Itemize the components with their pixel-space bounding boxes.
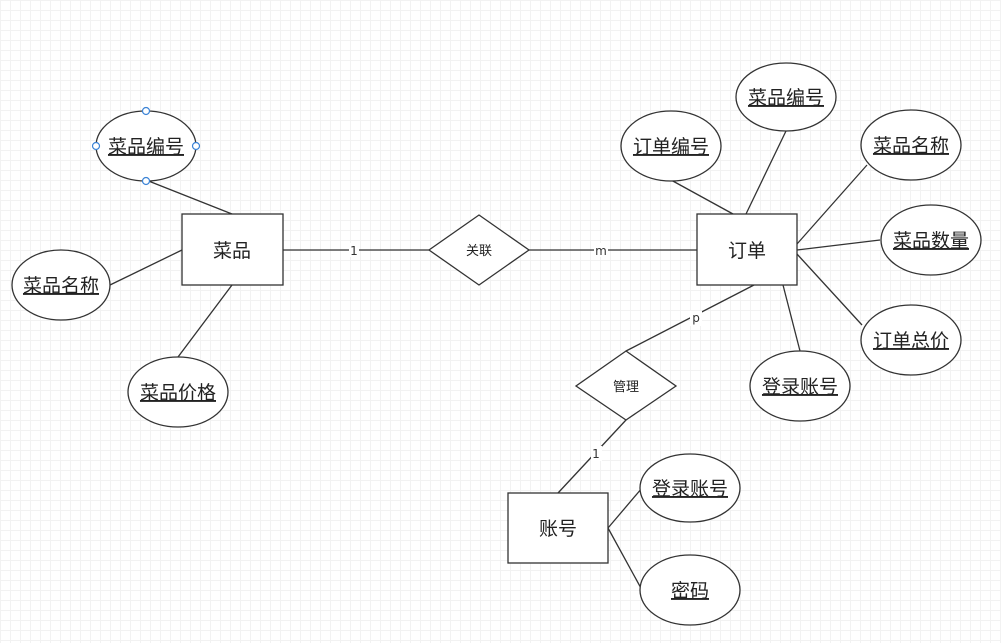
connectors — [109, 130, 881, 591]
handle-left[interactable] — [91, 141, 101, 151]
edge-dish-dish-id — [145, 179, 233, 215]
attr-dish-price-label: 菜品价格 — [140, 382, 216, 404]
card-order-link: m — [595, 244, 607, 258]
edge-order-order-id — [670, 179, 734, 215]
entity-account-label: 账号 — [539, 518, 577, 540]
edge-order-dish-name — [796, 164, 868, 245]
attr-account-password-label: 密码 — [671, 580, 709, 602]
attr-order-total[interactable]: 订单总价 — [860, 304, 962, 376]
entity-dish-label: 菜品 — [213, 240, 251, 262]
attr-order-dish-name[interactable]: 菜品名称 — [860, 109, 962, 181]
entity-dish[interactable]: 菜品 — [181, 213, 284, 286]
handle-top[interactable] — [141, 106, 151, 116]
cardinality-labels: 1 m p 1 — [349, 243, 702, 461]
card-order-manage: p — [692, 311, 700, 325]
attr-order-dish-id[interactable]: 菜品编号 — [735, 62, 837, 132]
entity-order[interactable]: 订单 — [696, 213, 798, 286]
attr-order-dish-name-label: 菜品名称 — [873, 135, 949, 157]
card-dish-link: 1 — [350, 244, 358, 258]
relation-manage[interactable]: 管理 — [574, 350, 678, 421]
edge-dish-dish-name — [109, 249, 183, 286]
attr-dish-name[interactable]: 菜品名称 — [11, 249, 111, 321]
edge-order-login — [782, 284, 801, 352]
attr-order-dish-qty-label: 菜品数量 — [893, 230, 969, 252]
edge-account-password — [607, 527, 643, 591]
entity-order-label: 订单 — [728, 240, 766, 262]
edge-order-dish-id — [745, 130, 787, 215]
attr-account-login-label: 登录账号 — [652, 478, 728, 500]
attr-dish-name-label: 菜品名称 — [23, 275, 99, 297]
relation-link-label: 关联 — [466, 244, 492, 259]
edge-order-total — [796, 253, 863, 326]
attr-order-login[interactable]: 登录账号 — [749, 350, 851, 422]
edge-dish-dish-price — [177, 284, 233, 358]
attr-order-dish-id-label: 菜品编号 — [748, 87, 824, 109]
attr-account-password[interactable]: 密码 — [639, 554, 741, 626]
attr-order-dish-qty[interactable]: 菜品数量 — [880, 204, 982, 276]
card-account-manage: 1 — [592, 447, 600, 461]
edge-order-dish-qty — [796, 239, 881, 251]
relation-manage-label: 管理 — [613, 380, 639, 395]
entity-account[interactable]: 账号 — [507, 492, 609, 564]
selection-handles[interactable] — [91, 106, 201, 186]
attr-account-login[interactable]: 登录账号 — [639, 453, 741, 523]
attr-order-login-label: 登录账号 — [762, 376, 838, 398]
attr-order-id-label: 订单编号 — [633, 136, 709, 158]
handle-right[interactable] — [191, 141, 201, 151]
attr-order-id[interactable]: 订单编号 — [620, 110, 722, 182]
edge-account-login — [607, 487, 643, 529]
handle-bottom[interactable] — [141, 176, 151, 186]
attr-dish-price[interactable]: 菜品价格 — [127, 356, 229, 428]
relation-link[interactable]: 关联 — [427, 214, 531, 286]
attr-order-total-label: 订单总价 — [873, 330, 949, 352]
attr-dish-id[interactable]: 菜品编号 — [95, 110, 197, 182]
attr-dish-id-label: 菜品编号 — [108, 136, 184, 158]
